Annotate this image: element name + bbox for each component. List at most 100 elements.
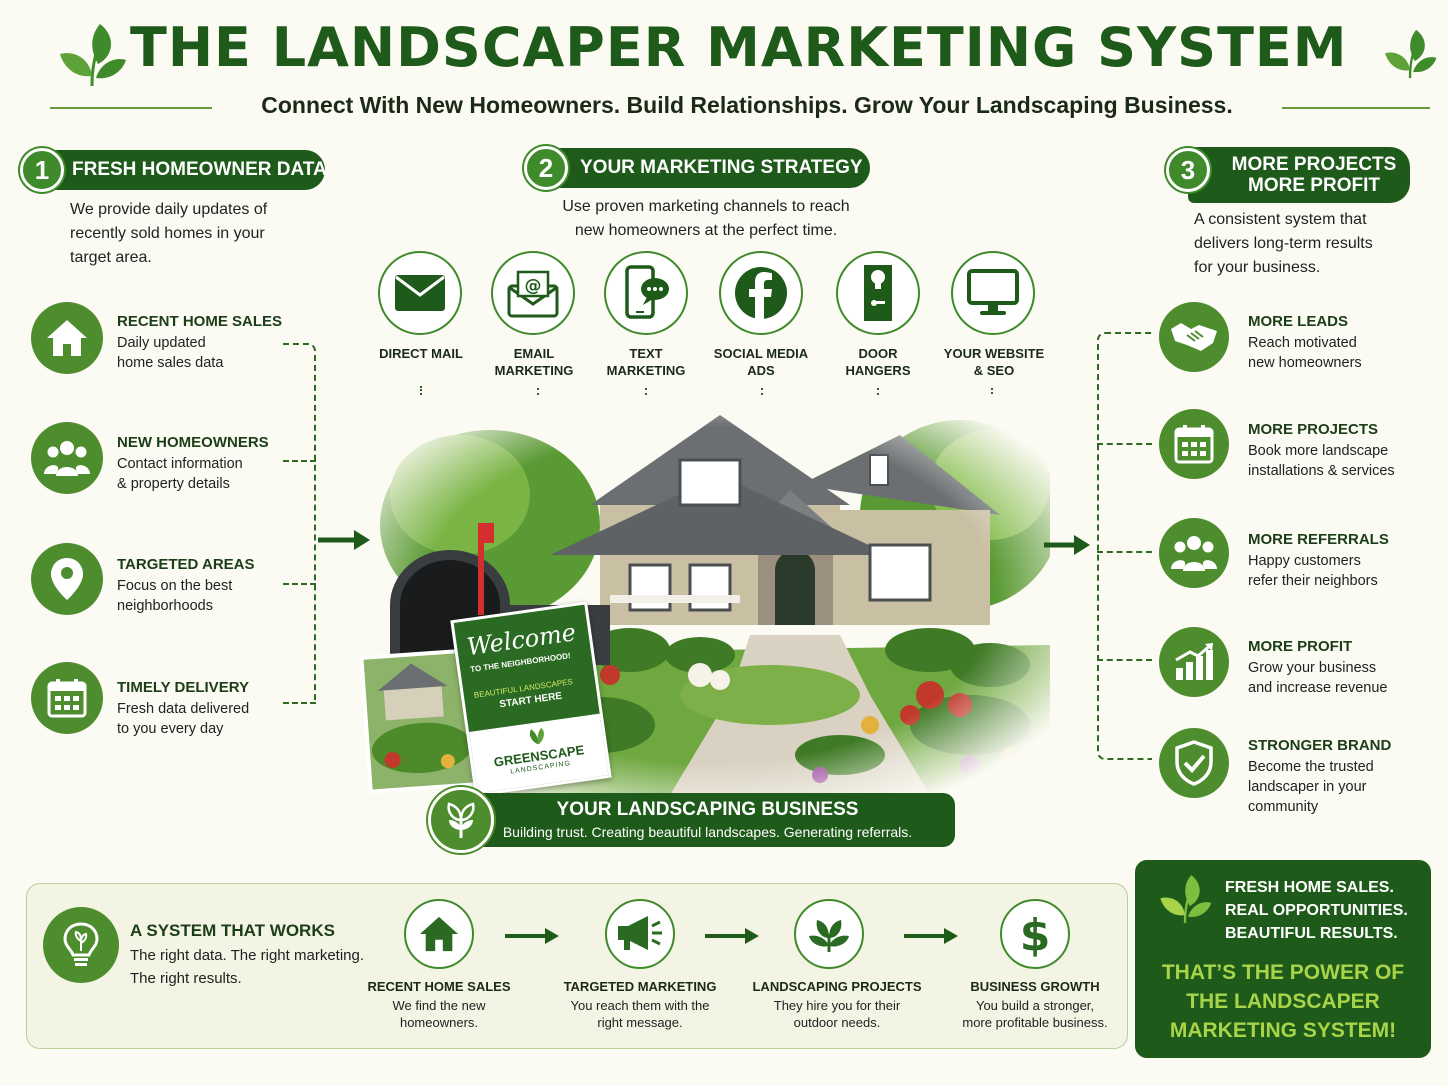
handshake-icon (1171, 323, 1217, 351)
step-3-title-line-2: MORE PROFIT (1248, 175, 1380, 196)
system-panel: A SYSTEM THAT WORKS The right data. The … (26, 883, 1128, 1049)
flow-desc-line: You reach them with the (570, 998, 710, 1013)
benefit-desc-line: Become the trusted (1248, 759, 1374, 775)
step-3-number: 3 (1166, 148, 1210, 192)
plant-icon (447, 802, 475, 838)
page-title: THE LANDSCAPER MARKETING SYSTEM (130, 16, 1348, 79)
business-title: YOUR LANDSCAPING BUSINESS (556, 799, 859, 820)
connector-line (1097, 659, 1152, 661)
arrow-right-icon (1044, 535, 1090, 555)
power-line-2: REAL OPPORTUNITIES. (1225, 902, 1408, 919)
lightbulb-icon (63, 922, 99, 966)
flow-desc: You reach them with the right message. (550, 997, 730, 1031)
channel-label-line: EMAIL (513, 346, 555, 361)
feature-desc-line: Fresh data delivered (117, 701, 250, 717)
flow-title: BUSINESS GROWTH (970, 979, 1100, 994)
step-2-number: 2 (524, 146, 568, 190)
feature-title: TARGETED AREAS (117, 556, 255, 573)
channel-label-line: & SEO (973, 363, 1015, 378)
step-2-description: Use proven marketing channels to reach n… (562, 198, 850, 239)
feature-icon-wrap (31, 422, 103, 494)
channel-label-line: TEXT (629, 346, 663, 361)
calendar-icon (47, 679, 87, 718)
feature-icon-wrap (31, 662, 103, 734)
flow-icon-wrap (605, 899, 675, 969)
facebook-icon (735, 267, 787, 319)
benefit-title: MORE PROFIT (1248, 638, 1353, 655)
channel-label-line: MARKETING (606, 363, 686, 378)
growth-chart-icon (1175, 642, 1213, 680)
feature-icon-wrap (31, 543, 103, 615)
channel-icon-wrap (378, 251, 462, 335)
system-line-1: The right data. The right marketing. (130, 947, 365, 964)
arrow-right-icon (904, 928, 958, 944)
channel-label: EMAIL MARKETING (469, 345, 599, 379)
benefit-desc-line: Book more landscape (1248, 443, 1389, 459)
benefit-title: MORE LEADS (1248, 313, 1349, 330)
benefit-desc-line: landscaper in your (1248, 779, 1367, 795)
flow-desc-line: You build a stronger, (975, 998, 1095, 1013)
feature-desc-line: home sales data (117, 355, 224, 371)
benefit-desc-line: installations & services (1248, 463, 1395, 479)
feature-desc-line: Daily updated (117, 335, 206, 351)
benefit-title: STRONGER BRAND (1248, 737, 1392, 754)
benefit-desc-line: new homeowners (1248, 355, 1362, 371)
page-subtitle: Connect With New Homeowners. Build Relat… (261, 92, 1233, 118)
envelope-icon (395, 275, 445, 311)
channel-label-line: SOCIAL MEDIA (713, 346, 809, 361)
megaphone-icon (618, 916, 662, 950)
power-tagline-3: MARKETING SYSTEM! (1169, 1019, 1397, 1042)
feature-title: RECENT HOME SALES (117, 313, 283, 330)
feature-title: NEW HOMEOWNERS (117, 434, 269, 451)
flow-desc-line: right message. (597, 1015, 683, 1030)
dollar-icon: $ (1020, 910, 1051, 958)
feature-desc: Daily updated home sales data (117, 333, 297, 373)
benefit-desc-line: Reach motivated (1248, 335, 1357, 351)
power-line-1: FRESH HOME SALES. (1225, 879, 1394, 896)
benefit-title: MORE REFERRALS (1248, 531, 1389, 548)
feature-desc-line: & property details (117, 476, 230, 492)
connector-line (1097, 443, 1152, 445)
business-banner: YOUR LANDSCAPING BUSINESS Building trust… (460, 793, 955, 847)
connector-line (1097, 551, 1152, 553)
feature-desc: Focus on the best neighborhoods (117, 576, 297, 616)
leaf-icon (1385, 29, 1437, 79)
arrow-right-icon (318, 530, 370, 550)
channel-icon-wrap (836, 251, 920, 335)
step-3-header: MORE PROJECTS MORE PROFIT (1188, 147, 1410, 203)
svg-text:@: @ (525, 276, 542, 296)
benefit-icon-wrap (1159, 728, 1229, 798)
step-1-number: 1 (20, 148, 64, 192)
feature-desc: Contact information & property details (117, 454, 297, 494)
step-1-header: FRESH HOMEOWNER DATA (40, 150, 327, 190)
people-icon (1171, 536, 1217, 571)
benefit-desc-line: and increase revenue (1248, 680, 1388, 696)
flow-desc-line: They hire you for their (773, 998, 901, 1013)
benefit-icon-wrap (1159, 627, 1229, 697)
benefit-icon-wrap (1159, 518, 1229, 588)
feature-desc-line: Focus on the best (117, 578, 233, 594)
house-icon (47, 320, 87, 356)
channel-label: DIRECT MAIL (356, 345, 486, 362)
step-2-title: YOUR MARKETING STRATEGY (580, 157, 863, 178)
system-icon-wrap (43, 907, 119, 983)
step-3-title-line-1: MORE PROJECTS (1231, 154, 1397, 175)
phone-chat-icon (625, 265, 669, 319)
channel-icon-wrap (951, 251, 1035, 335)
door-hanger-icon (864, 265, 892, 321)
flow-desc-line: more profitable business. (962, 1015, 1108, 1030)
flow-desc-line: We find the new (392, 998, 486, 1013)
channel-label: SOCIAL MEDIA ADS (696, 345, 826, 379)
feature-title: TIMELY DELIVERY (117, 679, 249, 696)
svg-text:$: $ (1020, 910, 1051, 958)
flow-title: LANDSCAPING PROJECTS (752, 979, 922, 994)
shield-check-icon (1175, 740, 1213, 786)
channel-label-line: DIRECT MAIL (379, 346, 463, 361)
arrow-right-icon (505, 928, 559, 944)
arrow-right-icon (705, 928, 759, 944)
benefit-desc: Become the trusted landscaper in your co… (1248, 757, 1428, 817)
flow-desc: You build a stronger, more profitable bu… (945, 997, 1125, 1031)
business-icon-wrap (428, 787, 494, 853)
flow-icon-wrap: $ (1000, 899, 1070, 969)
flyer-photo (360, 648, 480, 794)
